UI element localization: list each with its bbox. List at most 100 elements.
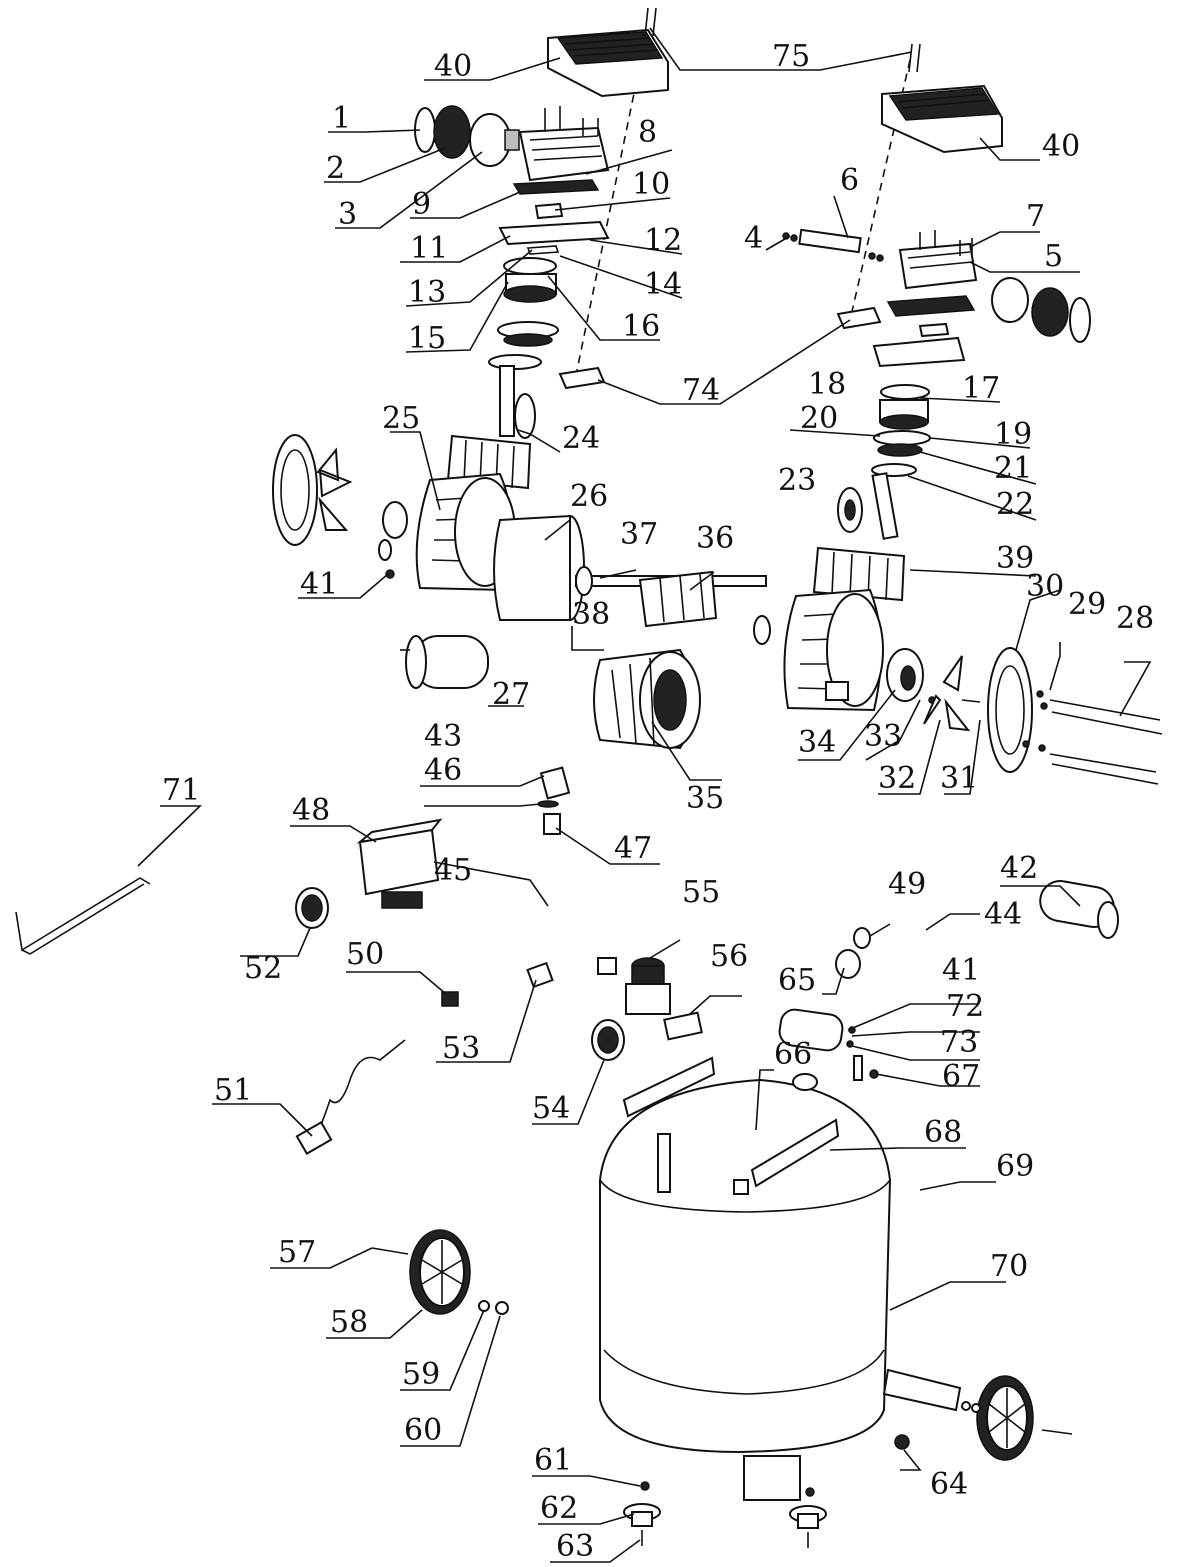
cylinder-left <box>446 434 532 490</box>
callout-34: 34 <box>798 725 836 760</box>
cylinder-head-left <box>518 106 610 182</box>
cylinder-head-right <box>898 230 978 290</box>
shroud-cover-right <box>881 84 1003 154</box>
callout-15: 15 <box>408 321 446 356</box>
stator <box>593 648 701 750</box>
callout-28: 28 <box>1116 601 1154 636</box>
wheels <box>409 1229 1073 1461</box>
callout-50: 50 <box>346 937 384 972</box>
callout-11: 11 <box>410 231 448 266</box>
discharge-tube <box>537 766 617 975</box>
valve-plate-left <box>498 179 610 255</box>
gauges <box>295 887 625 1061</box>
callout-27: 27 <box>492 677 530 712</box>
callout-55: 55 <box>682 875 720 910</box>
callout-12: 12 <box>644 223 682 258</box>
callout-41-bottom: 41 <box>942 953 980 988</box>
callout-20: 20 <box>800 401 838 436</box>
callout-48: 48 <box>292 793 330 828</box>
callout-16: 16 <box>622 309 660 344</box>
callout-53: 53 <box>442 1031 480 1066</box>
callout-7: 7 <box>1026 199 1045 234</box>
callout-25: 25 <box>382 401 420 436</box>
callout-51: 51 <box>214 1073 252 1108</box>
callout-61: 61 <box>534 1443 572 1478</box>
callout-64: 64 <box>930 1467 968 1502</box>
piston-right <box>871 384 931 540</box>
callout-72: 72 <box>946 989 984 1024</box>
callout-69: 69 <box>996 1149 1034 1184</box>
callout-32: 32 <box>878 761 916 796</box>
callout-58: 58 <box>330 1305 368 1340</box>
connecting-rod-left <box>488 354 542 439</box>
bolts-75 <box>644 7 921 73</box>
intake-filter-left <box>414 105 520 167</box>
callout-2: 2 <box>326 151 345 186</box>
callout-59: 59 <box>402 1357 440 1392</box>
handle-71 <box>15 877 151 955</box>
callout-36: 36 <box>696 521 734 556</box>
callout-65: 65 <box>778 963 816 998</box>
callout-52: 52 <box>244 951 282 986</box>
callout-46: 46 <box>424 753 462 788</box>
callout-10: 10 <box>632 167 670 202</box>
callout-18: 18 <box>808 367 846 402</box>
bearing-23 <box>837 487 863 533</box>
callout-39: 39 <box>996 541 1034 576</box>
callout-6: 6 <box>840 163 859 198</box>
callout-33: 33 <box>864 719 902 754</box>
valve-plate-right <box>872 295 976 368</box>
callout-14: 14 <box>644 267 682 302</box>
stator-sleeve <box>493 514 585 621</box>
callout-5: 5 <box>1044 239 1063 274</box>
callout-8: 8 <box>638 115 657 150</box>
callout-47: 47 <box>614 831 652 866</box>
callout-54: 54 <box>532 1091 570 1126</box>
callout-19: 19 <box>994 417 1032 452</box>
callout-13: 13 <box>408 275 446 310</box>
callout-42: 42 <box>1000 851 1038 886</box>
callout-22: 22 <box>996 487 1034 522</box>
callout-23: 23 <box>778 463 816 498</box>
callout-62: 62 <box>540 1491 578 1526</box>
intake-filter-right <box>991 277 1091 343</box>
axle-hardware <box>371 1247 981 1413</box>
callout-9: 9 <box>412 187 431 222</box>
callout-3: 3 <box>338 197 357 232</box>
callout-40-right: 40 <box>1042 129 1080 164</box>
capacitor <box>400 635 489 689</box>
long-bolts-28 <box>1022 690 1163 785</box>
callout-numbers: 40 75 40 1 2 3 9 8 10 11 12 13 14 15 16 … <box>162 39 1154 1564</box>
callout-68: 68 <box>924 1115 962 1150</box>
shroud-cover-left <box>547 28 669 98</box>
callout-35: 35 <box>686 781 724 816</box>
callout-60: 60 <box>404 1413 442 1448</box>
callout-63: 63 <box>556 1529 594 1564</box>
callout-30: 30 <box>1026 569 1064 604</box>
check-valve-parts <box>778 927 879 1081</box>
callout-49: 49 <box>888 867 926 902</box>
callout-40-left: 40 <box>434 49 472 84</box>
cylinder-right <box>812 546 906 602</box>
fan-left <box>272 434 408 579</box>
callout-38: 38 <box>572 597 610 632</box>
callout-37: 37 <box>620 517 658 552</box>
callout-24: 24 <box>562 421 600 456</box>
brackets-74 <box>558 306 882 390</box>
callout-67: 67 <box>942 1059 980 1094</box>
callout-44: 44 <box>984 897 1022 932</box>
callout-26: 26 <box>570 479 608 514</box>
callout-74: 74 <box>682 373 720 408</box>
callout-57: 57 <box>278 1235 316 1270</box>
piston-left <box>497 257 559 347</box>
tank-handle-frame <box>731 868 927 1211</box>
callout-4: 4 <box>744 221 763 256</box>
callout-70: 70 <box>990 1249 1028 1284</box>
callout-1: 1 <box>332 101 351 136</box>
callout-17: 17 <box>962 371 1000 406</box>
callout-41-top: 41 <box>300 567 338 602</box>
callout-73: 73 <box>940 1025 978 1060</box>
callout-56: 56 <box>710 939 748 974</box>
regulator <box>625 957 703 1041</box>
